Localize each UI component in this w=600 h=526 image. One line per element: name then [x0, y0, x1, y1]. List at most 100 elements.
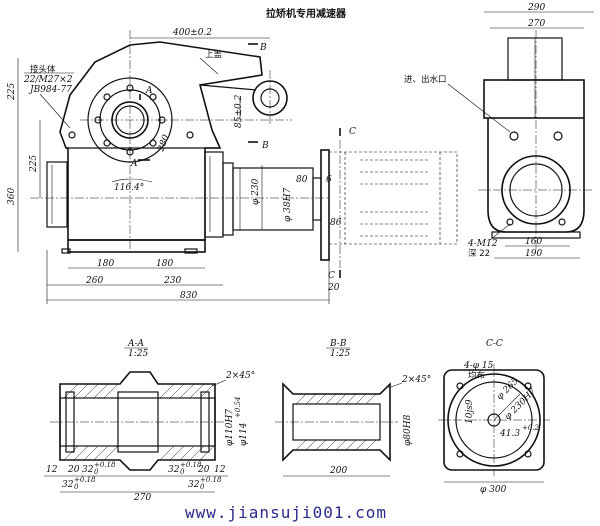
dim-6: 6	[326, 175, 332, 185]
drawing-title: 拉矫机专用减速器	[266, 7, 347, 20]
marker-b-top: B	[259, 43, 267, 53]
leader-tapped	[489, 223, 511, 241]
section-aa-scale: 1:25	[128, 349, 148, 359]
section-aa-title: A-A	[127, 339, 145, 349]
aa-chamfer: 2×45°	[225, 371, 255, 381]
dim-225a: 225	[7, 83, 17, 101]
front-corner-bolt	[186, 131, 194, 139]
dim-290: 290	[527, 3, 545, 13]
side-tapped-hole	[506, 218, 514, 226]
section-bb-scale: 1:25	[330, 349, 350, 359]
bb-dim-200: 200	[329, 466, 347, 476]
dim-angle-116: 116.4°	[114, 183, 144, 193]
label-tapped-holes: 4-M12	[467, 239, 498, 249]
side-top-cover	[483, 79, 585, 119]
cc-holes: 4-φ 15	[463, 361, 494, 371]
section-cc: C-C 4-φ 15 均布 φ 265 φ 230H7 10js9 41.3 +…	[438, 339, 550, 495]
dim-80: 80	[296, 175, 308, 185]
cc-bolt-hole	[456, 382, 464, 390]
bb-hatch	[295, 393, 377, 451]
front-bolt-hole	[103, 93, 111, 101]
dim-400: 400±0.2	[172, 28, 212, 38]
aa-dim-20b: 20	[197, 465, 210, 475]
bb-phi80: φ80H8	[403, 414, 413, 446]
dim-360: 360	[7, 188, 17, 205]
label-inlet-outlet: 进、出水口	[404, 74, 447, 85]
aa-phi114: φ114	[239, 422, 249, 446]
aa-hatch-lower	[63, 445, 215, 461]
motor-body-phantom	[328, 151, 458, 245]
watermark-url: www.jiansuji001.com	[185, 503, 387, 522]
label-standard: JB984-77	[28, 85, 72, 95]
aa-dim-12a: 12	[46, 465, 58, 475]
dim-270: 270	[527, 19, 545, 29]
front-bolt-hole	[149, 93, 157, 101]
dim-86: 86	[330, 218, 342, 228]
front-left-flange	[46, 161, 68, 228]
dim-160: 160	[525, 237, 542, 247]
bb-chamfer: 2×45°	[401, 375, 431, 385]
bb-outline	[282, 382, 391, 462]
side-tapped-hole	[558, 218, 566, 226]
motor-flange	[320, 149, 330, 261]
side-view: 290 270 160 190 进、出水口 4-M12 深 22	[404, 3, 594, 259]
side-water-port	[509, 131, 519, 141]
aa-outline	[59, 371, 216, 471]
front-arm-lower-edge	[199, 84, 257, 91]
aa-dim-32b-lo: 0	[180, 468, 185, 476]
section-bb: B-B 1:25 2×45° φ80H8 200	[275, 339, 431, 477]
marker-a-top: A	[145, 86, 153, 96]
aa-dim-20a: 20	[67, 465, 80, 475]
aa-dim-32c: 32	[62, 480, 74, 490]
aa-dim-32d-up: +0.18	[200, 476, 222, 484]
dim-180b: 180	[156, 259, 173, 269]
aa-dim-12b: 12	[214, 465, 226, 475]
aa-phi114-tol: +0.54	[234, 397, 242, 418]
bb-chamfer-leader	[387, 382, 403, 389]
dim-190: 190	[525, 249, 542, 259]
section-bb-title: B-B	[329, 339, 347, 349]
front-right-flange	[204, 151, 224, 238]
aa-dim-32a-up: +0.18	[94, 461, 116, 469]
cc-d41: 41.3	[499, 429, 520, 439]
front-foot-left	[61, 248, 71, 254]
dim-r280: 280	[156, 133, 172, 154]
marker-a-bottom: A	[130, 159, 138, 169]
section-aa: A-A 1:25 2×45° φ110H7 φ114 +	[44, 339, 255, 503]
dim-830: 830	[180, 291, 197, 301]
dim-phi38: φ 38H7	[283, 188, 293, 222]
front-foot-right	[184, 248, 198, 254]
cc-holes-2: 均布	[468, 370, 485, 381]
front-bolt-hole	[149, 139, 157, 147]
aa-dim-32b: 32	[168, 465, 180, 475]
aa-dim-32c-up: +0.18	[74, 476, 96, 484]
section-cc-title: C-C	[486, 339, 503, 349]
motor-adapter-flange	[222, 162, 234, 236]
cc-bolt-hole	[456, 450, 464, 458]
dim-phi230: φ 230	[251, 178, 261, 205]
cc-bolt-hole	[524, 382, 532, 390]
side-water-port	[553, 131, 563, 141]
aa-dim-32a-lo: 0	[94, 468, 99, 476]
label-connector: 接头体	[30, 64, 56, 75]
aa-hatch-upper	[63, 383, 215, 399]
label-connector-thread: 22/M27×2	[23, 75, 73, 85]
marker-c-bottom: C	[328, 271, 335, 281]
dim-85: 85±0.2	[234, 94, 244, 128]
aa-dim-270: 270	[133, 493, 151, 503]
front-corner-bolt	[68, 131, 76, 139]
side-base	[491, 231, 581, 239]
aa-dim-32c-lo: 0	[74, 483, 79, 491]
dim-225b: 225	[29, 155, 39, 173]
cc-radius-leader	[493, 393, 521, 421]
dim-230: 230	[163, 276, 181, 286]
dim-260: 260	[85, 276, 103, 286]
aa-phi110: φ110H7	[225, 409, 235, 446]
marker-c-top: C	[349, 127, 356, 137]
front-base	[67, 239, 206, 253]
front-bolt-hole	[103, 139, 111, 147]
leader-cover	[199, 57, 219, 75]
cc-d41-tol: +0.2	[522, 424, 540, 432]
aa-dim-32b-up: +0.18	[180, 461, 202, 469]
